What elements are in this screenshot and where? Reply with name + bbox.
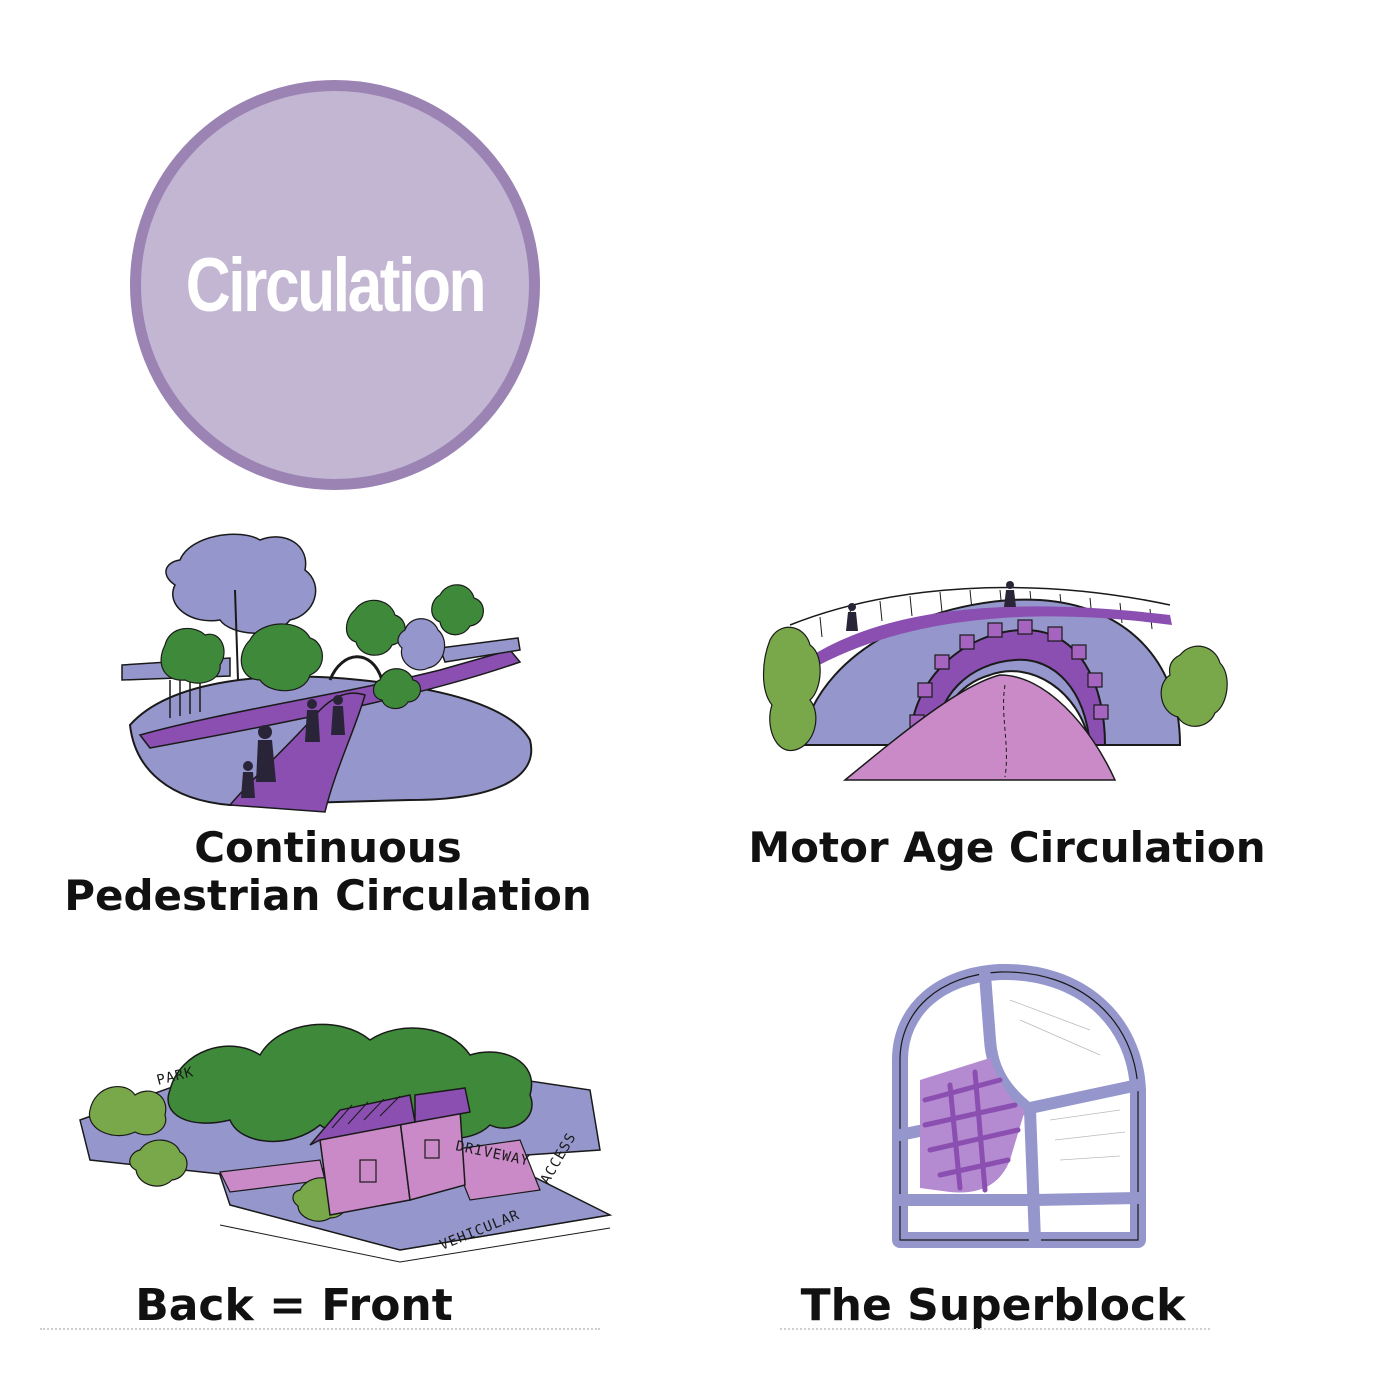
caption-continuous-pedestrian-circulation: Continuous Pedestrian Circulation: [0, 824, 656, 920]
page-title: Circulation: [185, 242, 487, 328]
superblock-plan-illustration: [892, 963, 1146, 1248]
arched-bridge-illustration: [762, 581, 1228, 781]
circulation-badge: Circulation: [130, 80, 540, 490]
divider: [780, 1328, 1210, 1330]
divider: [40, 1328, 600, 1330]
caption-line-1: Continuous: [194, 823, 462, 872]
caption-the-superblock: The Superblock: [800, 1280, 1186, 1331]
house-park-illustration: PARK DRIVEWAY VEHICULAR ACCESS: [79, 1023, 613, 1263]
caption-motor-age-circulation: Motor Age Circulation: [748, 823, 1266, 872]
caption-line-2: Pedestrian Circulation: [64, 871, 592, 920]
pedestrian-path-illustration: [121, 533, 533, 813]
caption-back-equals-front: Back = Front: [135, 1280, 453, 1331]
